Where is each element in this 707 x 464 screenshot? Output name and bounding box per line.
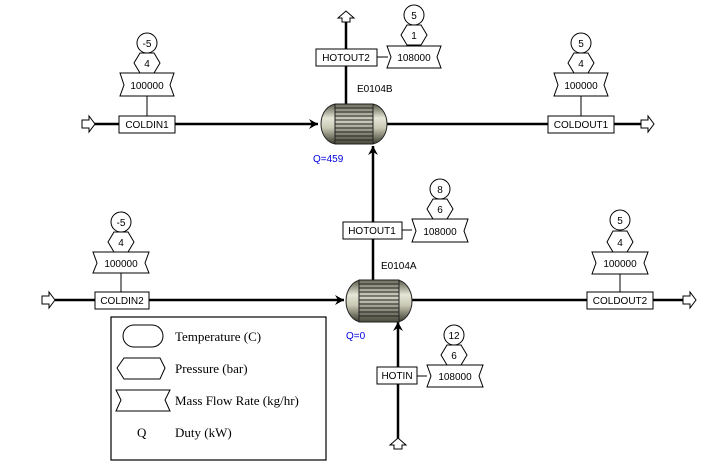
- stream-tag-coldin2[interactable]: -5 4 100000 COLDIN2: [92, 211, 150, 310]
- flow-arrow-icon: [393, 322, 403, 331]
- stream-name: COLDIN1: [125, 120, 169, 131]
- product-arrow-icon[interactable]: [640, 114, 655, 134]
- massflow-value: 108000: [397, 53, 431, 64]
- flow-arrow-icon: [335, 295, 344, 305]
- feed-arrow-icon[interactable]: [388, 437, 408, 450]
- stream-line-hotout1[interactable]: [368, 146, 378, 280]
- massflow-ribbon: [92, 251, 150, 274]
- massflow-value: 100000: [104, 259, 138, 270]
- flow-arrow-icon: [368, 146, 378, 155]
- massflow-value: 108000: [438, 372, 472, 383]
- feed-arrow-icon[interactable]: [41, 290, 56, 310]
- pressure-value: 4: [118, 238, 124, 249]
- feed-arrow-icon[interactable]: [81, 114, 96, 134]
- legend-label: Mass Flow Rate (kg/hr): [175, 393, 299, 408]
- stream-name: HOTOUT1: [348, 226, 396, 237]
- massflow-value: 100000: [564, 81, 598, 92]
- massflow-ribbon-legend-icon: [115, 389, 171, 412]
- temperature-value: 5: [411, 11, 417, 22]
- duty-q-legend-icon: Q: [137, 425, 147, 440]
- heat-exchanger-e0104a[interactable]: [345, 279, 413, 323]
- flow-arrow-icon: [309, 119, 318, 129]
- pressure-value: 1: [411, 31, 417, 42]
- temperature-value: 5: [617, 216, 623, 227]
- product-arrow-icon[interactable]: [682, 290, 697, 310]
- product-arrow-icon[interactable]: [336, 10, 356, 23]
- pressure-value: 4: [617, 238, 623, 249]
- temperature-oval: [609, 209, 631, 231]
- massflow-value: 100000: [603, 259, 637, 270]
- pressure-hexagon: [400, 24, 428, 46]
- stream-tag-hotout2[interactable]: 5 1 108000 HOTOUT2: [315, 4, 442, 69]
- massflow-ribbon: [119, 72, 175, 97]
- pressure-value: 6: [437, 205, 443, 216]
- exchanger-label: E0104B: [357, 84, 393, 95]
- temperature-value: 12: [448, 331, 460, 342]
- stream-name: HOTIN: [381, 371, 412, 382]
- temperature-oval-legend-icon: [122, 324, 164, 348]
- legend: Temperature (C) Pressure (bar) Mass Flow…: [110, 316, 327, 461]
- stream-name: COLDIN2: [100, 296, 144, 307]
- pressure-value: 4: [578, 59, 584, 70]
- stream-tag-hotin[interactable]: 12 6 108000 HOTIN: [376, 324, 484, 388]
- exchanger-label: E0104A: [381, 261, 417, 272]
- stream-name: HOTOUT2: [322, 53, 370, 64]
- massflow-value: 108000: [423, 227, 457, 238]
- stream-tag-coldout1[interactable]: 5 4 100000 COLDOUT1: [547, 32, 615, 134]
- duty-label: Q=0: [346, 331, 366, 342]
- legend-label: Duty (kW): [175, 425, 232, 440]
- pressure-value: 6: [451, 351, 457, 362]
- temperature-value: -5: [143, 39, 152, 50]
- temperature-value: 5: [578, 39, 584, 50]
- legend-label: Temperature (C): [175, 329, 261, 344]
- pressure-hexagon-legend-icon: [116, 357, 166, 380]
- stream-name: COLDOUT2: [593, 296, 648, 307]
- temperature-value: 8: [437, 185, 443, 196]
- massflow-ribbon: [426, 364, 484, 388]
- stream-tag-coldout2[interactable]: 5 4 100000 COLDOUT2: [586, 209, 654, 310]
- heat-exchanger-e0104b[interactable]: [320, 103, 388, 145]
- stream-tag-coldin1[interactable]: -5 4 100000 COLDIN1: [118, 32, 176, 134]
- pressure-value: 4: [144, 59, 150, 70]
- temperature-value: -5: [117, 218, 126, 229]
- legend-label: Pressure (bar): [175, 361, 248, 376]
- massflow-ribbon: [411, 218, 469, 243]
- stream-tag-hotout1[interactable]: 8 6 108000 HOTOUT1: [342, 178, 469, 243]
- massflow-ribbon: [553, 72, 609, 97]
- massflow-ribbon: [591, 251, 649, 275]
- massflow-ribbon: [386, 45, 442, 69]
- duty-label: Q=459: [313, 154, 344, 165]
- massflow-value: 100000: [130, 81, 164, 92]
- stream-name: COLDOUT1: [554, 120, 609, 131]
